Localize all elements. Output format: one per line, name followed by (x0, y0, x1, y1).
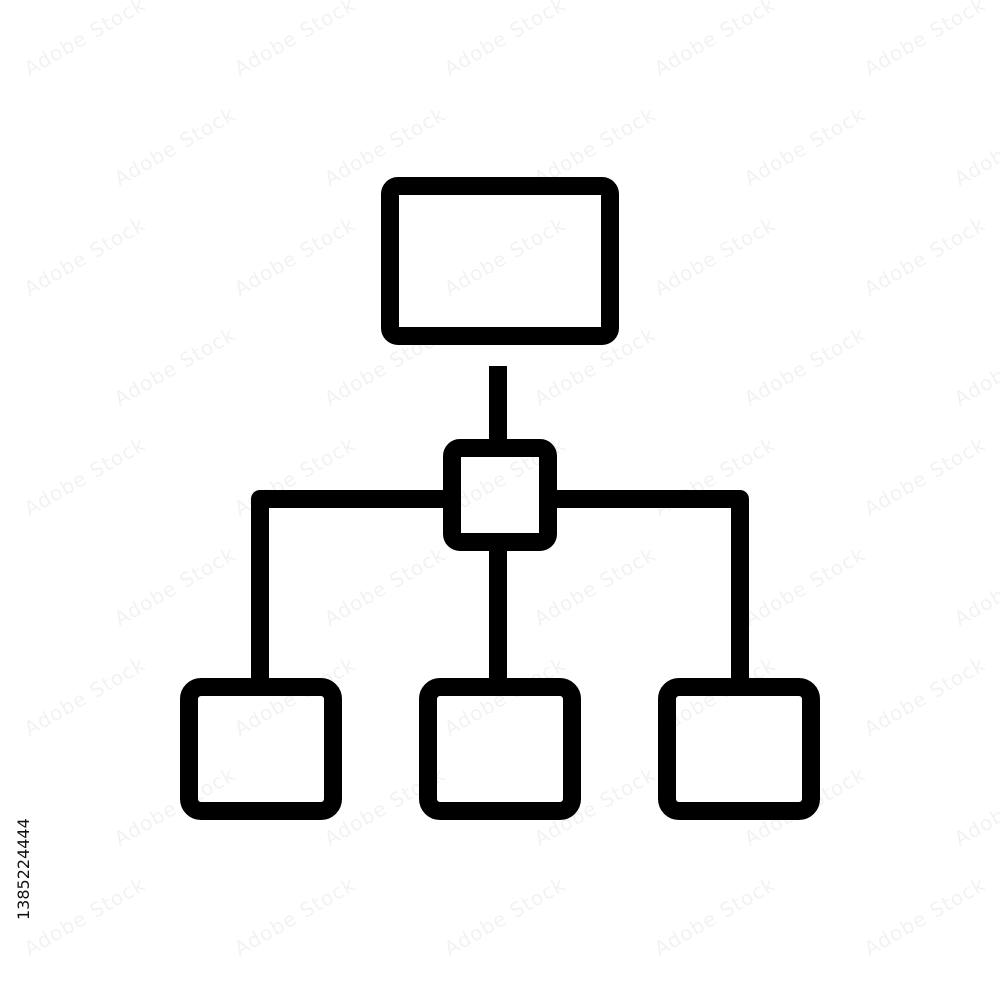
child-left-node (180, 678, 342, 820)
child-center-node (419, 678, 581, 820)
child-right-node (658, 678, 820, 820)
hub-node (443, 439, 557, 551)
edge-hub-to-left (251, 490, 452, 684)
edge-hub-to-right (548, 490, 749, 684)
root-node (381, 177, 619, 345)
stock-image-id: 1385224444 (14, 818, 33, 920)
